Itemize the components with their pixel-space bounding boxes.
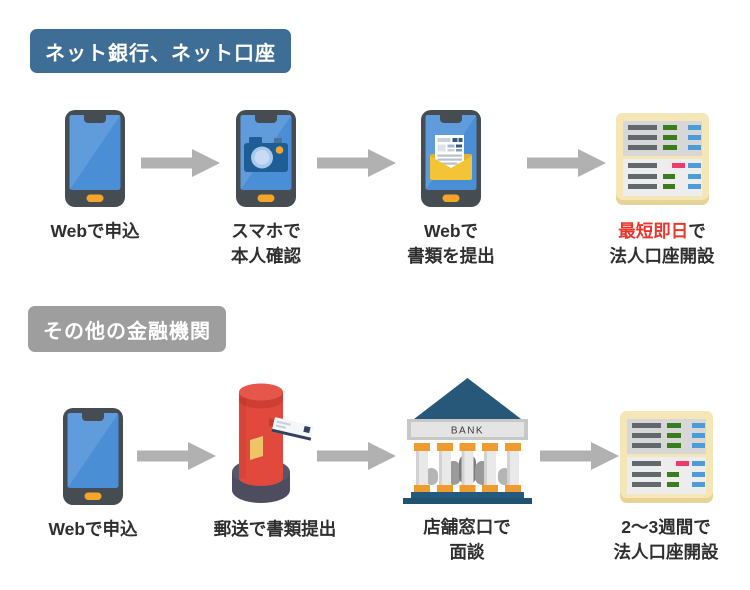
step-label: スマホで 本人確認 — [231, 221, 301, 266]
flow-step-web-documents: Webで 書類を提出 — [386, 110, 516, 269]
ledger-icon — [615, 113, 709, 205]
flow-arrow-icon — [317, 149, 396, 177]
flow-step-branch-interview: BANK — [397, 376, 537, 565]
camera-icon — [244, 137, 288, 172]
flow-arrow-icon — [141, 149, 220, 177]
airmail-envelope-icon — [271, 417, 314, 441]
section-badge-other-banks: その他の金融機関 — [28, 306, 226, 352]
flow-step-web-apply: Webで申込 — [30, 110, 160, 244]
flow-step-account-open-fast: 最短即日で 法人口座開設 — [592, 113, 732, 269]
bank-building-icon: BANK — [402, 378, 532, 504]
smartphone-mail-icon — [421, 110, 481, 207]
flow-arrow-icon — [317, 442, 396, 470]
section-badge-net-bank: ネット銀行、ネット口座 — [30, 29, 291, 73]
flow-step-account-open-weeks: 2〜3週間で 法人口座開設 — [596, 411, 736, 565]
flow-arrow-icon — [540, 442, 619, 470]
ledger-icon — [619, 411, 713, 503]
step-label: Webで申込 — [50, 221, 140, 241]
step-label: 郵送で書類提出 — [213, 519, 337, 539]
step-label: Webで 書類を提出 — [407, 221, 495, 266]
step-label: Webで申込 — [48, 519, 138, 539]
smartphone-icon — [63, 408, 123, 505]
step-label: 店舗窓口で 面談 — [423, 517, 511, 562]
flow-arrow-icon — [137, 442, 216, 470]
smartphone-icon — [65, 110, 125, 207]
step-label: 2〜3週間で 法人口座開設 — [613, 517, 719, 562]
postbox-icon — [232, 383, 314, 503]
flow-arrow-icon — [527, 149, 606, 177]
step-label: 最短即日で 法人口座開設 — [609, 221, 715, 266]
flow-step-smartphone-identity: スマホで 本人確認 — [201, 110, 331, 269]
flow-step-mail-documents: 郵送で書類提出 — [205, 378, 345, 542]
envelope-document-icon — [430, 135, 472, 180]
smartphone-camera-icon — [236, 110, 296, 207]
bank-sign-text: BANK — [450, 426, 483, 437]
flow-step-web-apply-2: Webで申込 — [28, 408, 158, 542]
